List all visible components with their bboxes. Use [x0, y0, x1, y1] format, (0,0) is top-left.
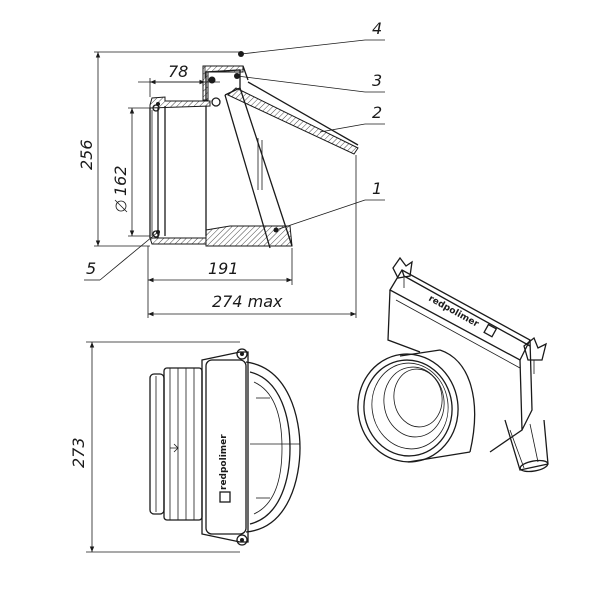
socket-section	[149, 96, 293, 247]
front-brand-label: redpolimer	[219, 434, 229, 490]
front-view: 273 redpolimer	[69, 341, 301, 553]
dim-height-label: 256	[77, 139, 96, 170]
callout-3: 3	[372, 71, 382, 90]
dim-front-height-label: 273	[69, 437, 88, 468]
dim-diameter-label: 162	[111, 165, 130, 196]
wing-nut-top	[392, 256, 413, 288]
isometric-view: redpolimer	[357, 256, 549, 473]
dimension-max-length: 274 max	[147, 155, 357, 318]
dimension-body-length: 191	[147, 246, 293, 285]
callout-5: 5	[86, 259, 96, 278]
dimension-top-width: 78	[138, 62, 220, 97]
wing-nut-right	[523, 336, 547, 374]
callouts: 4 3 2 1 5	[84, 19, 385, 281]
dimension-height: 256	[77, 51, 240, 247]
callout-2: 2	[372, 103, 382, 122]
side-section-view: 78 256 162 191	[77, 19, 385, 318]
callout-4: 4	[372, 19, 382, 38]
dim-top-width-label: 78	[168, 62, 188, 81]
valve-body-section	[202, 51, 359, 249]
dim-max-length-label: 274 max	[212, 292, 283, 311]
callout-1: 1	[372, 179, 382, 198]
dimension-diameter: 162	[111, 107, 150, 237]
dim-body-length-label: 191	[208, 259, 239, 278]
